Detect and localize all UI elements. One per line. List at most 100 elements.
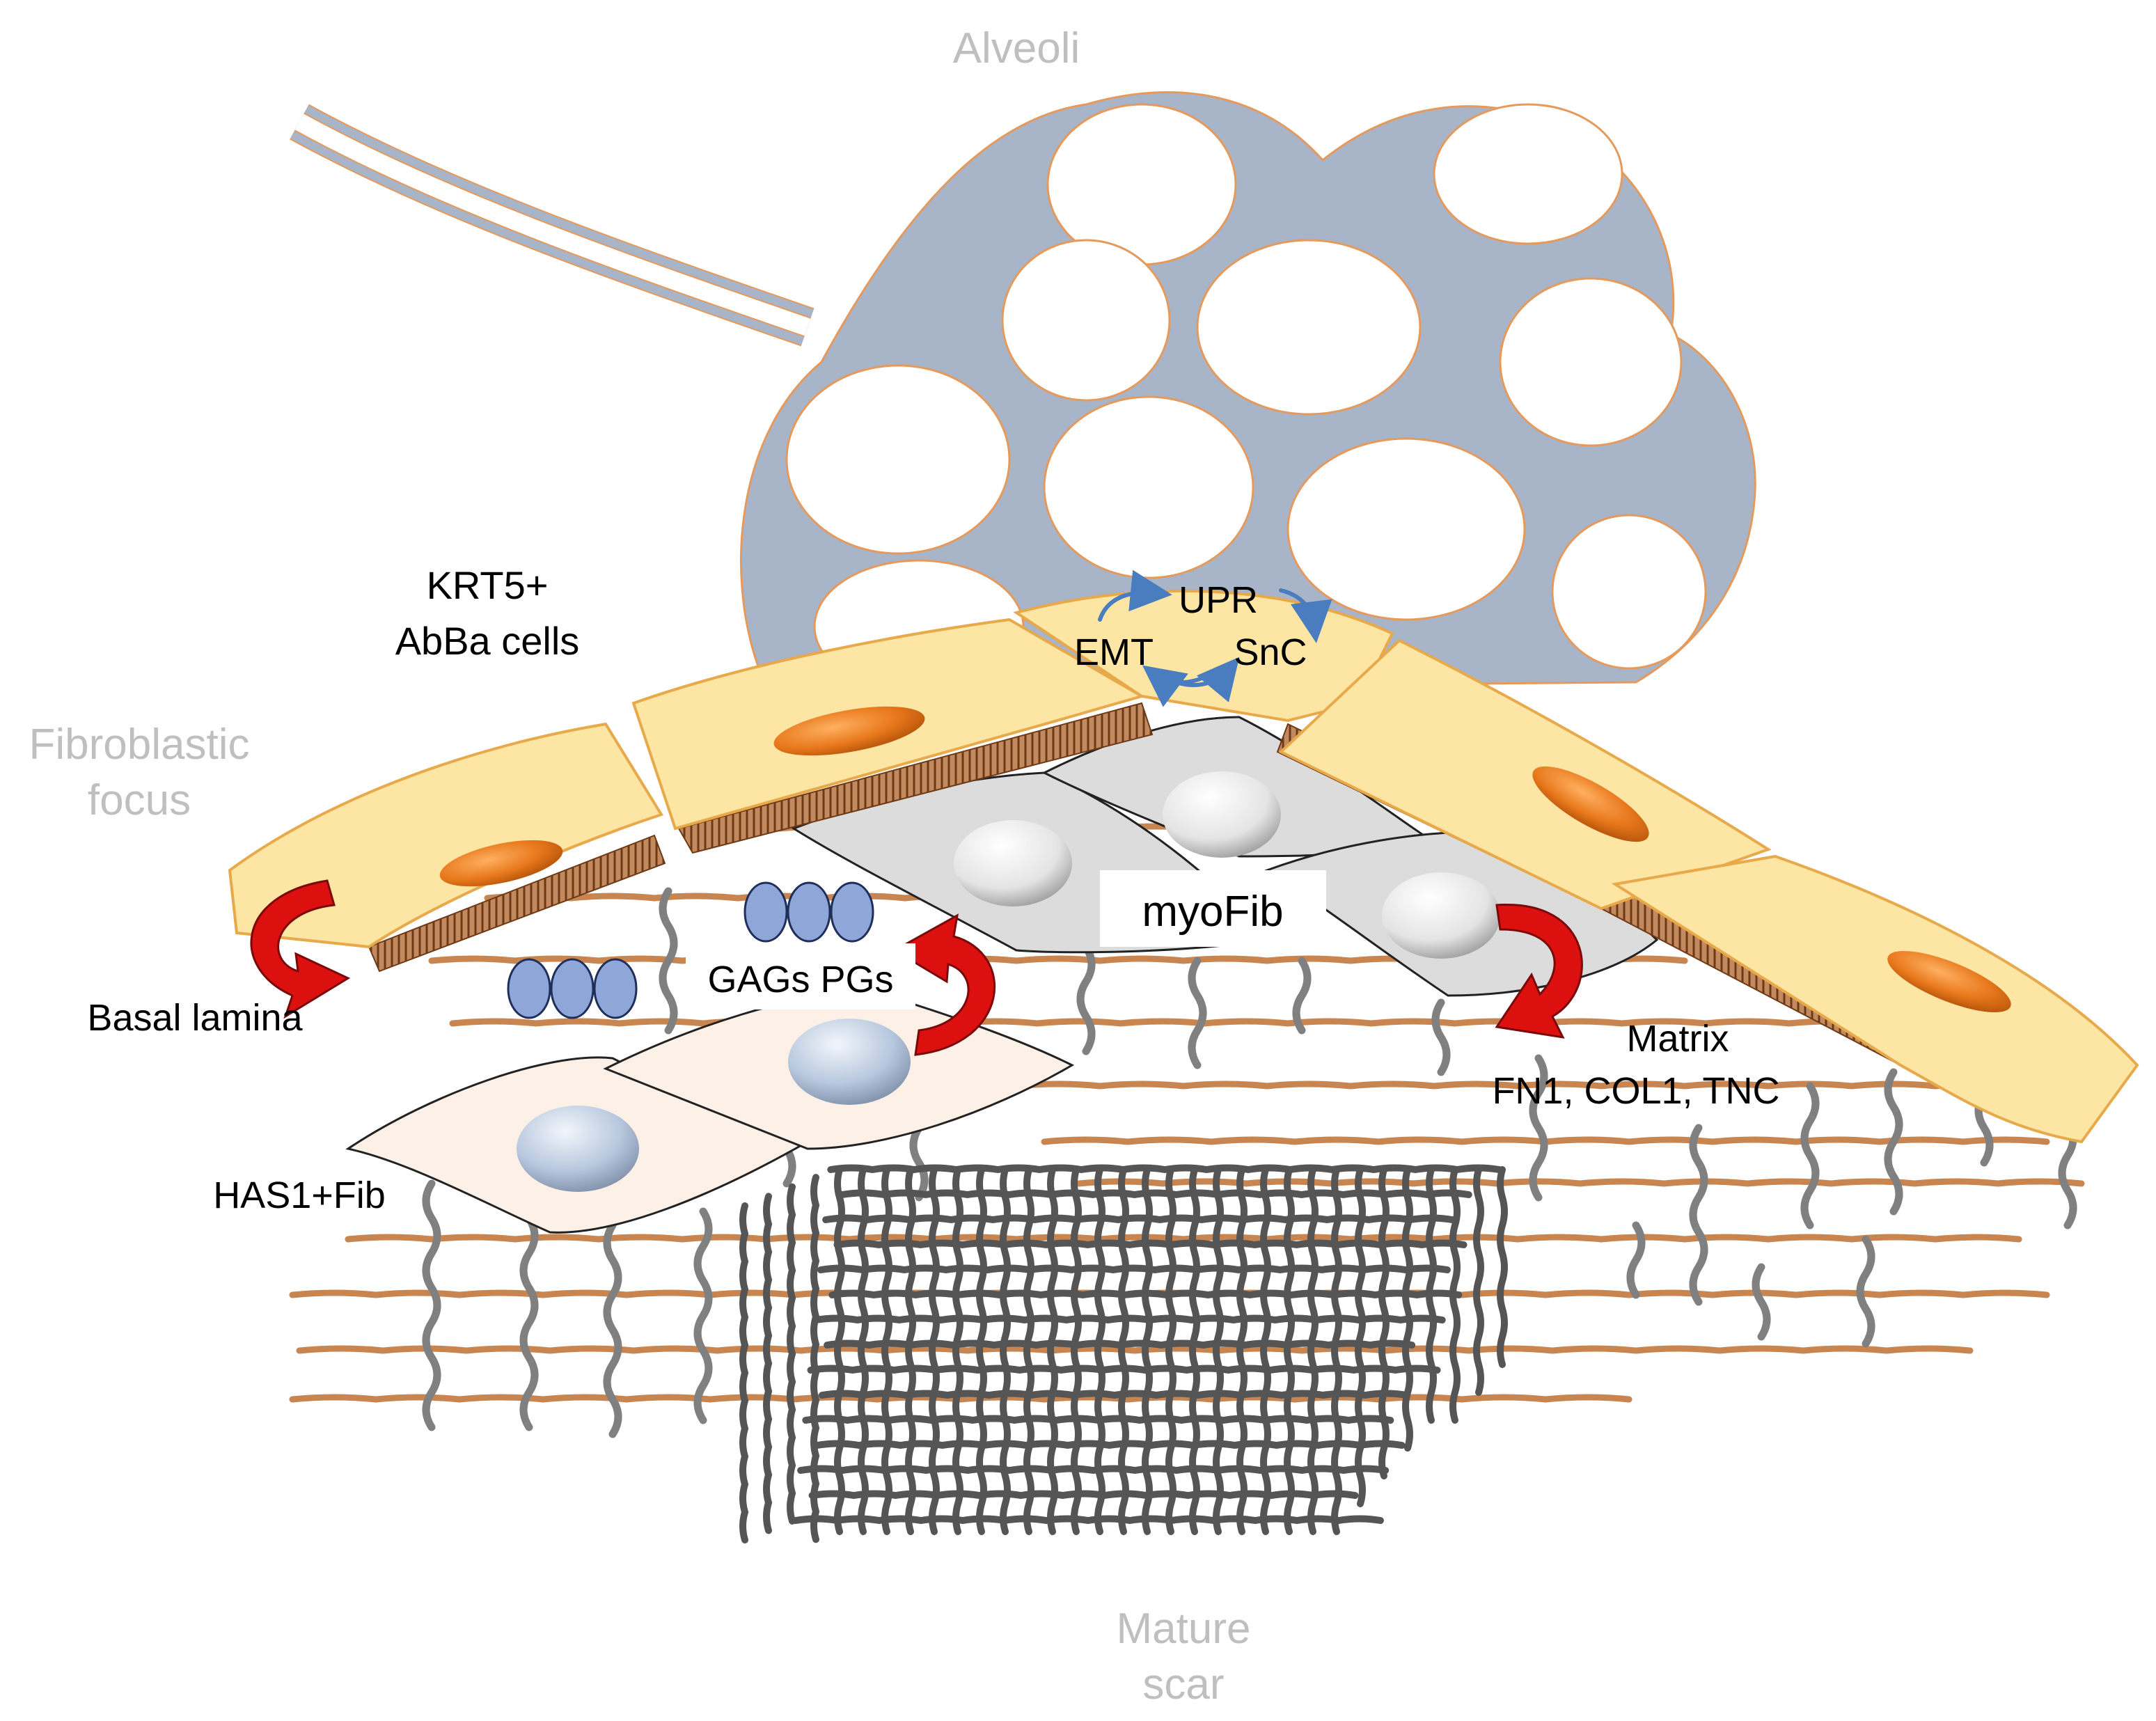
scar-fiber <box>787 1183 796 1525</box>
scar-fiber <box>1165 1166 1177 1535</box>
snc-label: SnC <box>1234 631 1307 673</box>
scar-fiber <box>763 1193 773 1534</box>
myofibroblast-nucleus <box>1382 872 1500 959</box>
scar-fiber <box>1355 1166 1366 1507</box>
has1-fib-label: HAS1+Fib <box>213 1174 386 1216</box>
upr-label: UPR <box>1179 579 1258 621</box>
scar-fiber <box>1047 1166 1058 1535</box>
emt-snc-arrow <box>1174 657 1240 702</box>
mature-scar-label-line2: scar <box>1142 1660 1224 1708</box>
gag-arrow <box>892 913 996 1056</box>
alveolus <box>1286 437 1526 621</box>
scar-fiber <box>1142 1166 1153 1535</box>
scar-fiber <box>808 1490 1359 1500</box>
fibroblastic-focus-label-line1: Fibroblastic <box>29 721 250 769</box>
scar-fiber <box>976 1166 987 1535</box>
scar-fiber <box>1426 1166 1437 1424</box>
collagen-fiber <box>1626 1221 1646 1299</box>
basal-lamina-segment <box>368 834 666 973</box>
mature-scar-label-line1: Mature <box>1117 1605 1251 1653</box>
scar-fiber <box>1402 1166 1413 1452</box>
gag-bead <box>787 881 831 943</box>
scar-fiber <box>1473 1166 1484 1396</box>
scar-fiber <box>1023 1166 1034 1535</box>
scar-fiber <box>1331 1166 1342 1535</box>
scar-fiber <box>1213 1166 1224 1535</box>
labels: Alveoli Fibroblastic focus KRT5+ AbBa ce… <box>29 24 1780 1708</box>
scar-fiber <box>929 1166 940 1535</box>
collagen-fiber <box>1529 1054 1548 1202</box>
epithelial-cell <box>228 722 664 949</box>
alveolus <box>1196 239 1422 416</box>
scar-fiber <box>1000 1166 1011 1535</box>
scar-fiber <box>1449 1166 1461 1424</box>
collagen-fiber <box>296 1345 1974 1354</box>
matrix-arrow <box>1495 904 1583 1039</box>
collagen-fiber <box>1188 957 1207 1069</box>
gag-pg-clusters <box>507 881 874 1019</box>
gag-bead <box>550 958 595 1019</box>
emt-label: EMT <box>1074 631 1154 673</box>
collagen-fiber <box>1292 957 1312 1035</box>
scar-fiber <box>1094 1166 1105 1535</box>
epithelial-nucleus <box>1887 950 2011 1013</box>
alveolus <box>1433 103 1623 245</box>
alveolus <box>1043 395 1254 579</box>
collagen-fiber <box>1800 1082 1820 1229</box>
epithelial-layer <box>228 589 2139 1144</box>
upr-to-snc-arrow <box>1279 588 1332 643</box>
secretion-arrows <box>250 879 1583 1056</box>
emt-to-upr-arrow <box>1098 569 1172 622</box>
scar-fiber <box>952 1166 963 1535</box>
scar-fiber <box>838 1189 1472 1199</box>
collagen-fiber <box>519 1214 539 1431</box>
collagen-fiber <box>1856 1235 1875 1348</box>
gags-pgs-label: GAGs PGs <box>707 959 893 1000</box>
epithelial-cell <box>1278 638 1772 911</box>
basal-lamina-arrow <box>250 879 351 1019</box>
collagen-fiber <box>603 1221 622 1438</box>
alveolus <box>1499 277 1683 447</box>
scar-fiber <box>1497 1166 1508 1368</box>
scar-fiber <box>1307 1166 1319 1535</box>
collagen-fiber <box>1076 943 1096 1055</box>
collagen-fiber <box>1076 1178 2085 1187</box>
krt5-label-line2: AbBa cells <box>395 619 580 663</box>
cycle-arrows <box>1098 569 1332 707</box>
scar-fiber <box>822 1214 1456 1224</box>
myofib-label: myoFib <box>1142 888 1283 936</box>
matrix-label-line1: Matrix <box>1627 1018 1729 1060</box>
scar-fiber <box>1284 1166 1295 1535</box>
alveoli-label: Alveoli <box>953 24 1080 72</box>
collagen-fiber <box>1884 1068 1903 1216</box>
scar-fiber <box>858 1166 869 1535</box>
scar-fiber <box>1236 1166 1248 1535</box>
collagen-fiber <box>1689 1124 1708 1306</box>
alveolus <box>785 364 1011 555</box>
collagen-fiber <box>693 1207 713 1424</box>
scar-fiber <box>1118 1166 1129 1535</box>
collagen-fiber <box>345 1234 2022 1243</box>
collagen-fiber <box>1431 998 1451 1076</box>
mature-scar-mesh <box>739 1164 1508 1543</box>
gag-bead <box>830 881 874 943</box>
gags-label-box <box>686 943 915 1009</box>
scar-fiber <box>881 1166 892 1535</box>
has1-fibroblast-nucleus <box>517 1106 639 1192</box>
epithelial-nucleus <box>439 840 563 887</box>
scar-fiber <box>834 1166 845 1535</box>
myofibroblast-nucleus <box>954 820 1072 906</box>
scar-fiber <box>810 1174 820 1543</box>
scar-fiber <box>817 1264 1451 1274</box>
gag-bead <box>593 958 638 1019</box>
collagen-fiber <box>1752 1263 1771 1341</box>
gag-bead <box>507 958 551 1019</box>
collagen-fiber <box>422 1179 441 1431</box>
basal-lamina-segment <box>677 702 1154 854</box>
collagen-fiber <box>449 1018 1876 1027</box>
alveolus <box>1001 239 1171 402</box>
krt5-label-line1: KRT5+ <box>427 563 549 607</box>
scar-fiber <box>1189 1166 1200 1535</box>
collagen-fiber <box>659 887 678 1035</box>
